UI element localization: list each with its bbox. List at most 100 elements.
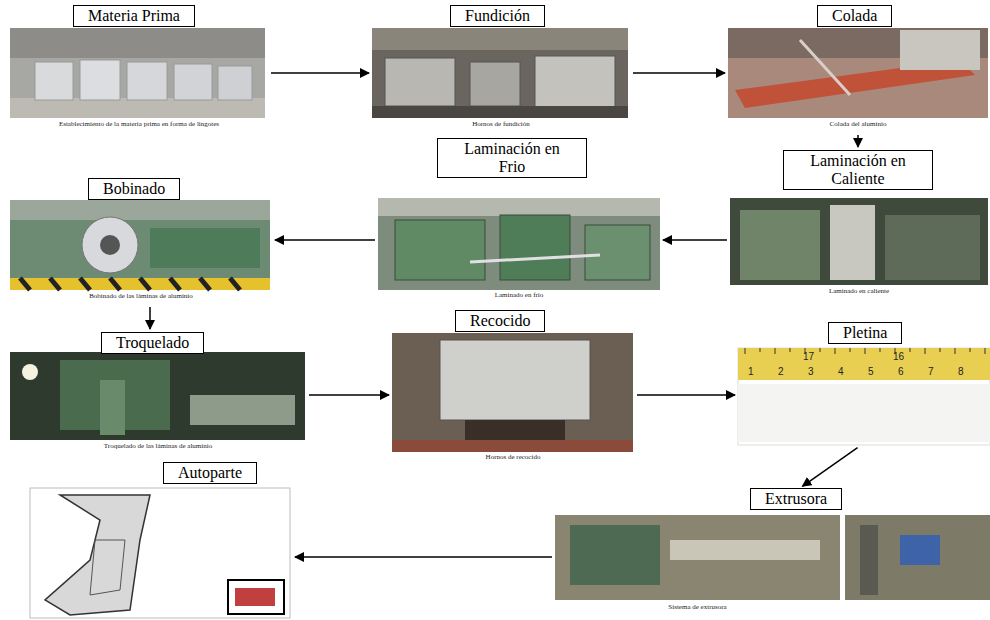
photo-caption: Sistema de extrusora	[555, 603, 840, 611]
machine	[740, 210, 820, 280]
floor	[392, 440, 633, 452]
photo-ground	[378, 198, 660, 290]
ruler-number: 6	[898, 366, 904, 377]
process-stage: TroqueladoTroquelado de las láminas de a…	[10, 332, 306, 454]
photo-ground	[392, 333, 633, 452]
safety-stripe	[10, 278, 270, 290]
stage-title: Autoparte	[163, 462, 257, 484]
process-stage: BobinadoBobinado de las láminas de alumi…	[10, 178, 272, 304]
furnace	[385, 58, 455, 106]
strip	[470, 255, 600, 262]
process-stage: ExtrusoraSistema de extrusora	[555, 488, 988, 616]
flow-arrow	[295, 556, 552, 558]
stage-title: Recocido	[455, 310, 545, 332]
photo-ground	[10, 200, 270, 290]
hot-rolling-photo	[730, 198, 988, 285]
flow-arrow	[275, 239, 375, 241]
process-stage: RecocidoHornos de recocido	[392, 310, 634, 464]
component	[900, 535, 940, 565]
process-stage: FundiciónHornos de fundición	[372, 5, 630, 132]
cold-rolling-photo	[378, 198, 660, 290]
stage-title: Laminación en Caliente	[783, 150, 933, 190]
furnace-photo	[372, 28, 628, 118]
flow-arrow	[637, 394, 735, 396]
photo-ground	[10, 352, 305, 440]
stage-title: Pletina	[828, 322, 902, 344]
ruler	[738, 348, 990, 380]
wall	[10, 28, 265, 58]
casting-photo	[728, 28, 988, 118]
photo-ground	[728, 28, 988, 118]
ruler-number: 16	[893, 351, 904, 362]
inset-car	[235, 588, 275, 606]
photo-ground	[372, 28, 628, 118]
ingot-stack	[80, 60, 120, 100]
rolling-mill	[585, 225, 650, 280]
ingot-stack	[174, 64, 212, 100]
ruler-number: 17	[803, 351, 814, 362]
stamping-photo	[10, 352, 305, 440]
furnace	[535, 56, 615, 108]
inset-image	[228, 580, 284, 614]
rail	[670, 540, 820, 560]
flow-arrow	[802, 448, 857, 487]
photo-caption: Laminado en frío	[378, 291, 660, 299]
furnace	[470, 62, 520, 106]
furnace-door	[440, 340, 590, 420]
ruler-number: 7	[928, 366, 934, 377]
process-stage: Autoparte	[30, 462, 292, 618]
rod	[800, 40, 850, 95]
flow-arrow	[663, 239, 727, 241]
coiling-photo	[10, 200, 270, 290]
photo-ground	[30, 488, 290, 618]
flow-arrow	[149, 307, 151, 329]
process-stage: Laminación en FrioLaminado en frío	[378, 138, 660, 300]
annealing-photo	[392, 333, 633, 452]
auto-part	[45, 495, 150, 615]
photo-caption: Troquelado de las láminas de aluminio	[10, 442, 306, 450]
rolling-mill	[395, 220, 485, 280]
aluminium-plate	[738, 384, 990, 442]
ingot-stack	[127, 62, 167, 100]
stage-title: Materia Prima	[73, 5, 195, 27]
roof	[372, 28, 628, 50]
frame	[860, 525, 878, 595]
flow-arrow	[271, 72, 369, 74]
ruler-number: 3	[808, 366, 814, 377]
stage-title: Colada	[817, 5, 892, 27]
ruler-number: 2	[778, 366, 784, 377]
coil	[82, 217, 138, 273]
ingot-photo	[10, 28, 265, 118]
flow-arrow	[857, 135, 859, 147]
photo-ground	[845, 515, 990, 600]
stage-title: Bobinado	[88, 178, 180, 200]
floor	[10, 98, 265, 118]
photo-caption: Colada del aluminio	[728, 120, 988, 128]
stage-title: Laminación en Frio	[437, 138, 587, 178]
process-stage: ColadaColada del aluminio	[728, 5, 988, 132]
wall	[378, 198, 660, 216]
photo-caption: Hornos de fundición	[372, 120, 630, 128]
extruder-photo	[555, 515, 990, 600]
ruler-ticks	[745, 348, 985, 354]
photo-caption: Laminado en caliente	[730, 287, 988, 295]
machine	[150, 228, 260, 268]
flow-arrow	[633, 72, 725, 74]
machine	[570, 525, 660, 585]
photo-ground	[738, 348, 990, 445]
photo-caption: Establecimiento de la materia prima en f…	[10, 120, 268, 128]
plate-photo	[738, 348, 990, 445]
stage-title: Extrusora	[750, 488, 842, 510]
ruler-number: 5	[868, 366, 874, 377]
ruler-number: 8	[958, 366, 964, 377]
sheet-table	[190, 395, 295, 425]
process-stage: Laminación en CalienteLaminado en calien…	[730, 150, 988, 298]
auto-part-drawing	[30, 488, 290, 618]
stage-title: Troquelado	[101, 332, 204, 354]
stripe-marks	[20, 278, 240, 290]
process-stage: Materia PrimaEstablecimiento de la mater…	[10, 5, 268, 132]
ingot-stack	[218, 66, 252, 100]
rolling-mill	[500, 215, 570, 280]
ruler-number: 4	[838, 366, 844, 377]
